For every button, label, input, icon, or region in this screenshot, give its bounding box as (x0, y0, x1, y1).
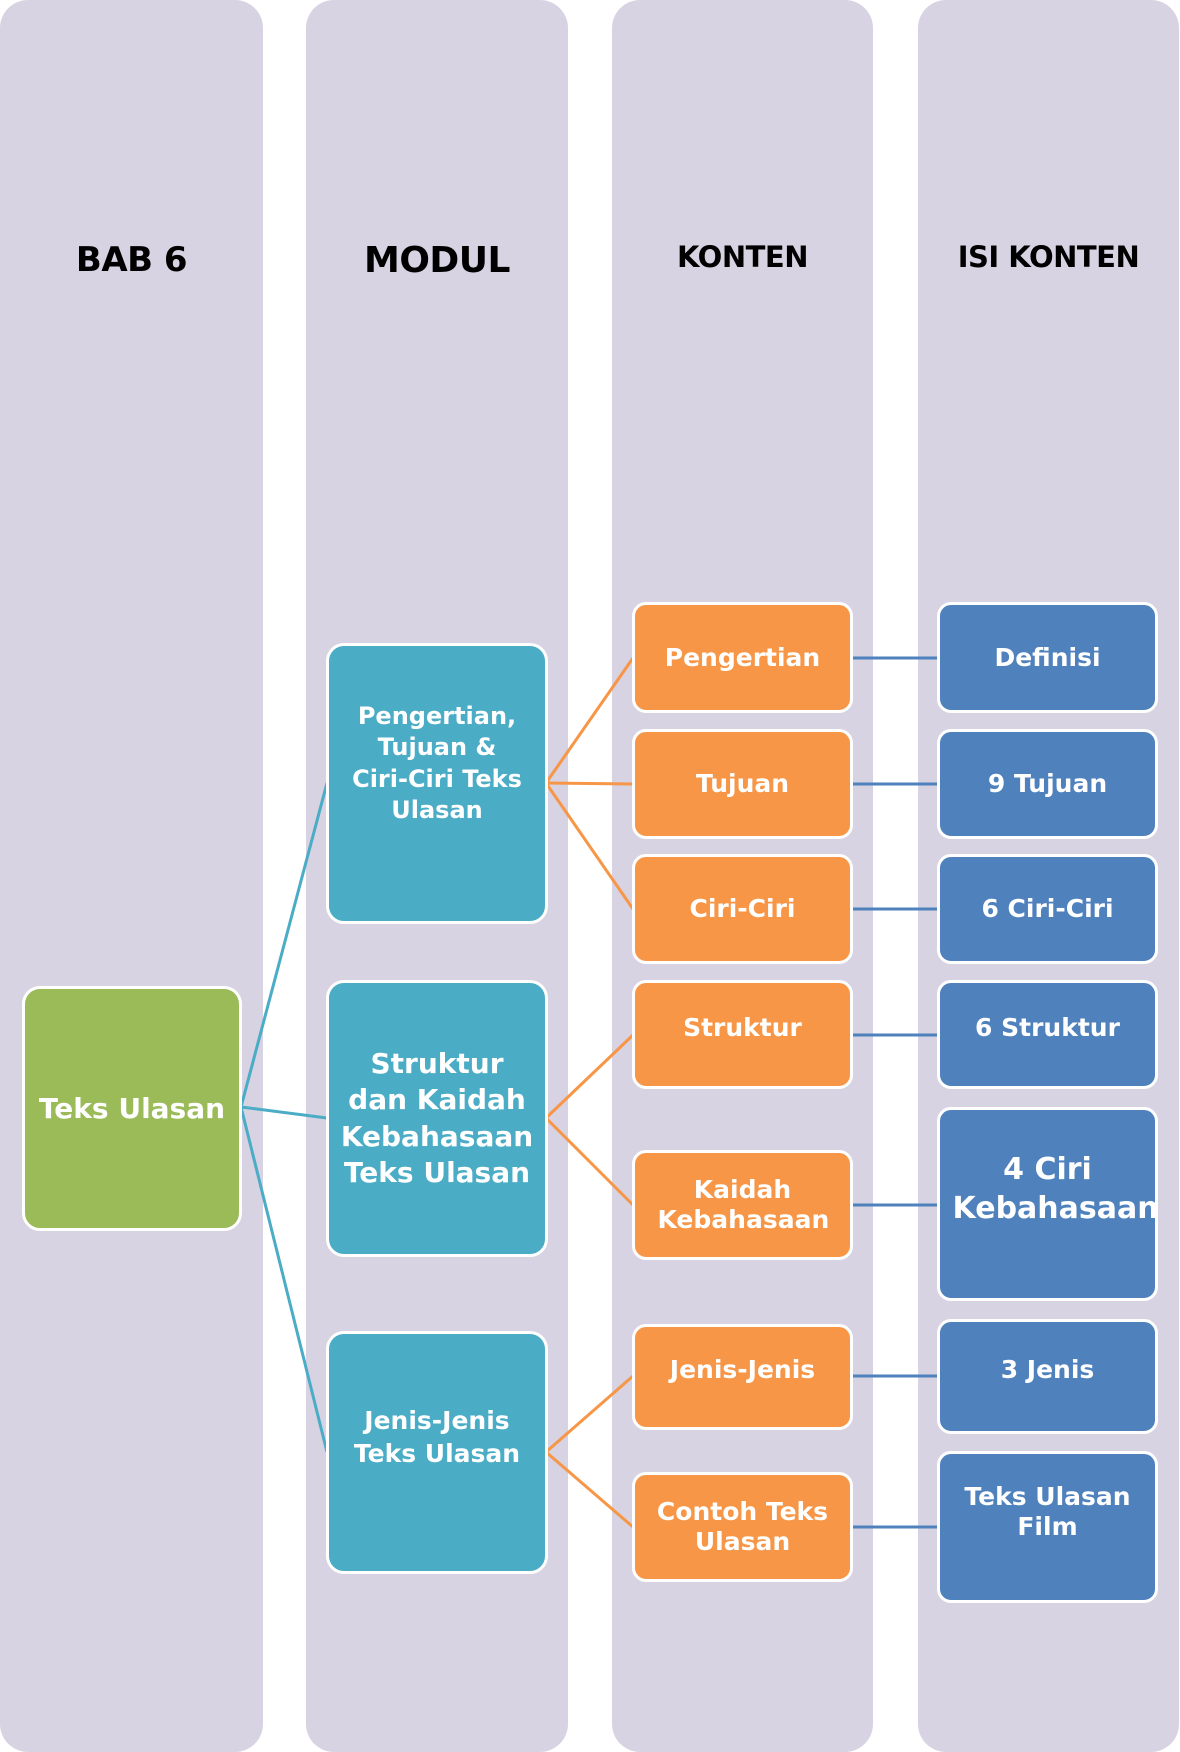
lane-title-modul: MODUL (364, 240, 510, 281)
lane-bab: BAB 6 (0, 0, 263, 1752)
content-node-label: Pengertian (664, 642, 821, 672)
connector-module-2-content-1 (544, 1033, 635, 1120)
root-node-label: Teks Ulasan (38, 1091, 226, 1125)
content-node-label: Ciri-Ciri (689, 894, 796, 923)
content-node-label: Struktur (683, 1012, 802, 1042)
content-node-ciri-ciri[interactable]: Ciri-Ciri (632, 854, 853, 964)
connector-module-1-content-2 (545, 781, 634, 786)
detail-node-6-ciri-ciri[interactable]: 6 Ciri-Ciri (937, 854, 1158, 964)
module-node-2[interactable]: Struktur dan Kaidah Kebahasaan Teks Ulas… (326, 980, 548, 1257)
content-node-label: Tujuan (695, 769, 790, 798)
lane-title-bab: BAB 6 (75, 240, 188, 280)
module-node-3-label: Jenis-Jenis Teks Ulasan (353, 1406, 521, 1468)
content-node-jenis-jenis[interactable]: Jenis-Jenis (632, 1324, 853, 1430)
detail-node-9-tujuan[interactable]: 9 Tujuan (937, 729, 1158, 839)
connector-root-module-3 (239, 1106, 329, 1453)
content-node-pengertian[interactable]: Pengertian (632, 602, 853, 713)
connector-module-1-content-3 (544, 782, 635, 910)
module-node-1-label: Pengertian, Tujuan & Ciri-Ciri Teks Ulas… (352, 702, 522, 824)
root-node[interactable]: Teks Ulasan (22, 986, 242, 1231)
detail-node-definisi[interactable]: Definisi (937, 602, 1158, 713)
connector-module-3-content-1 (545, 1374, 634, 1454)
content-node-label: Kaidah Kebahasaan (657, 1175, 830, 1234)
content-node-kaidah-kebahasaan[interactable]: Kaidah Kebahasaan (632, 1150, 853, 1260)
detail-node-6-struktur[interactable]: 6 Struktur (937, 980, 1158, 1089)
connector-root-module-1 (239, 782, 329, 1108)
detail-node-teks-ulasan-film[interactable]: Teks Ulasan Film (937, 1451, 1158, 1603)
content-node-contoh-teks-ulasan[interactable]: Contoh Teks Ulasan (632, 1472, 853, 1582)
lane-title-konten: KONTEN (677, 240, 808, 274)
lane-title-isi-konten: ISI KONTEN (957, 240, 1140, 274)
detail-node-label: Definisi (994, 642, 1101, 672)
detail-node-label: 6 Ciri-Ciri (981, 894, 1114, 923)
content-node-label: Contoh Teks Ulasan (656, 1497, 829, 1556)
content-node-label: Jenis-Jenis (669, 1355, 816, 1384)
detail-node-3-jenis[interactable]: 3 Jenis (937, 1319, 1158, 1434)
module-node-3[interactable]: Jenis-Jenis Teks Ulasan (326, 1331, 548, 1574)
detail-node-label: 4 Ciri Kebahasaan (952, 1152, 1159, 1226)
connector-root-module-2 (240, 1105, 328, 1120)
connector-module-3-content-2 (545, 1450, 634, 1529)
detail-node-label: 9 Tujuan (987, 769, 1108, 798)
detail-node-label: 6 Struktur (975, 1012, 1120, 1042)
module-node-2-label: Struktur dan Kaidah Kebahasaan Teks Ulas… (340, 1046, 534, 1189)
content-node-struktur[interactable]: Struktur (632, 980, 853, 1089)
detail-node-label: Teks Ulasan Film (964, 1482, 1131, 1541)
module-node-1[interactable]: Pengertian, Tujuan & Ciri-Ciri Teks Ulas… (326, 643, 548, 924)
connector-module-1-content-1 (544, 657, 635, 784)
content-node-tujuan[interactable]: Tujuan (632, 729, 853, 839)
detail-node-label: 3 Jenis (1000, 1354, 1095, 1384)
connector-module-2-content-2 (544, 1116, 635, 1207)
detail-node-4-ciri-kebahasaan[interactable]: 4 Ciri Kebahasaan (937, 1107, 1159, 1301)
